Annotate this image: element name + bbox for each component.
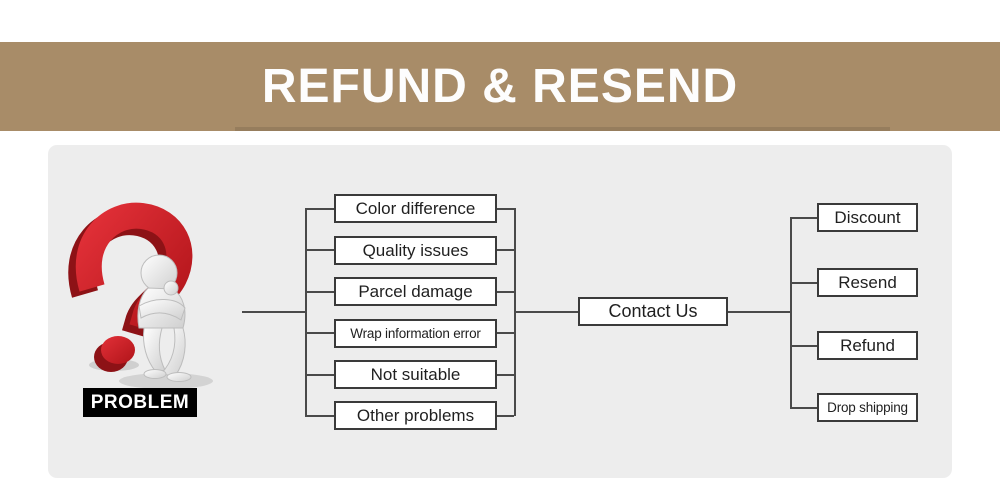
- problem-box-not-suitable: Not suitable: [334, 360, 497, 389]
- problem-box-parcel-damage: Parcel damage: [334, 277, 497, 306]
- connector-stub: [790, 217, 817, 219]
- connector-stub: [497, 415, 514, 417]
- connector-stub: [790, 407, 817, 409]
- connector-stub: [497, 208, 514, 210]
- connector-to-contact: [514, 311, 578, 313]
- problem-label: PROBLEM: [83, 388, 197, 417]
- connector-stub: [305, 332, 334, 334]
- connector-stub: [497, 249, 514, 251]
- contact-us-box: Contact Us: [578, 297, 728, 326]
- problem-box-wrap-information-error: Wrap information error: [334, 319, 497, 348]
- banner: REFUND & RESEND: [0, 42, 1000, 131]
- thinking-person-icon: [137, 254, 192, 382]
- connector-stub: [305, 291, 334, 293]
- problem-box-other-problems: Other problems: [334, 401, 497, 430]
- connector-figure-to-spine: [242, 311, 305, 313]
- connector-stub: [305, 374, 334, 376]
- banner-bottom-shadow: [235, 127, 890, 131]
- connector-right-spine: [790, 217, 792, 408]
- connector-stub: [790, 345, 817, 347]
- connector-stub: [497, 374, 514, 376]
- connector-stub: [497, 291, 514, 293]
- connector-stub: [305, 415, 334, 417]
- solution-box-drop-shipping: Drop shipping: [817, 393, 918, 422]
- problem-box-quality-issues: Quality issues: [334, 236, 497, 265]
- connector-stub: [305, 249, 334, 251]
- page-title: REFUND & RESEND: [261, 60, 739, 113]
- connector-stub: [497, 332, 514, 334]
- solution-box-discount: Discount: [817, 203, 918, 232]
- connector-from-contact: [728, 311, 790, 313]
- flowchart-panel: PROBLEM Color difference Quality issues …: [48, 145, 952, 478]
- connector-stub: [305, 208, 334, 210]
- connector-stub: [790, 282, 817, 284]
- connector-left-spine: [305, 208, 307, 416]
- solution-box-resend: Resend: [817, 268, 918, 297]
- question-mark-thinking-person-icon: [68, 202, 213, 389]
- problem-box-color-difference: Color difference: [334, 194, 497, 223]
- solution-box-refund: Refund: [817, 331, 918, 360]
